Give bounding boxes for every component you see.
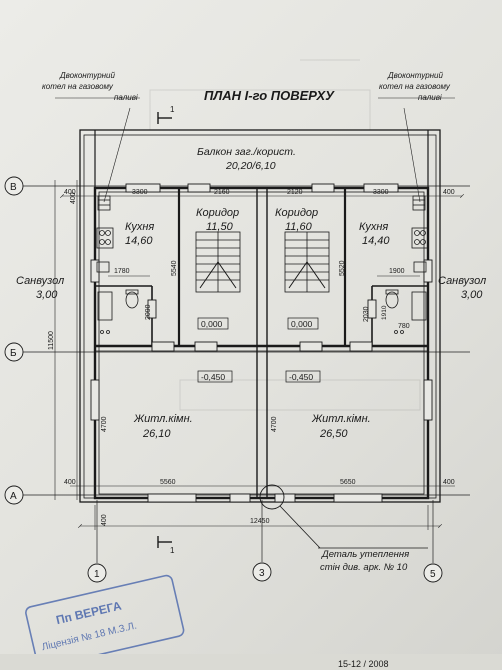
dimension-lines	[54, 180, 462, 530]
dim-12450: 12450	[250, 518, 270, 525]
axis-marker-b	[4, 342, 24, 362]
dim-2120: 2120	[287, 189, 303, 196]
dim-2160: 2160	[214, 189, 230, 196]
level-corridor-left: 0,000	[201, 319, 223, 329]
boiler-note-right-3: паливі	[418, 93, 442, 102]
room-name-corridor-right: Коридор	[275, 207, 318, 219]
level-corridor-right: 0,000	[291, 319, 313, 329]
axis-label-b: Б	[10, 348, 17, 359]
boiler-note-right-2: котел на газовому	[379, 82, 451, 91]
room-name-bathroom-right: Санвузол	[438, 275, 486, 287]
doors	[147, 299, 377, 352]
room-name-corridor-left: Коридор	[196, 207, 239, 219]
room-name-kitchen-right: Кухня	[359, 221, 388, 233]
axis-marker-v	[4, 176, 24, 196]
dim-2090: 2090	[145, 304, 152, 320]
dim-400-tl: 400	[64, 189, 76, 196]
section-mark-bottom: 1	[170, 546, 175, 555]
room-area-corridor-right: 11,60	[285, 221, 313, 233]
walls	[79, 129, 441, 503]
dim-2030: 2030	[363, 306, 370, 322]
axis-label-3: 3	[259, 568, 265, 579]
axis-label-1: 1	[94, 569, 100, 580]
detail-leader	[279, 505, 321, 549]
dim-400-bl: 400	[64, 479, 76, 486]
balcony-label: Балкон заг./корист.	[197, 146, 296, 158]
dim-400-va: 400	[70, 192, 77, 204]
detail-note-1: Деталь утеплення	[321, 549, 409, 560]
room-area-corridor-left: 11,50	[206, 221, 234, 233]
stairs	[195, 231, 330, 293]
room-name-living-right: Житл.кімн.	[311, 413, 371, 425]
detail-note-2: стін див. арк. № 10	[320, 562, 408, 573]
dim-1910: 1910	[381, 305, 388, 320]
dim-5520: 5520	[339, 260, 346, 276]
level-living-left: -0,450	[201, 372, 225, 382]
stamp-line-1: Пп ВЕРЕГА	[55, 598, 123, 627]
boiler-note-left-3: паливі	[114, 93, 138, 102]
balcony-area: 20,20/6,10	[225, 160, 276, 172]
boiler-note-left-2: котел на газовому	[42, 82, 114, 91]
section-marks	[157, 112, 172, 548]
boiler-icon	[97, 195, 426, 211]
room-area-bathroom-left: 3,00	[36, 289, 58, 301]
dim-5560: 5560	[160, 479, 176, 486]
dim-4700-left: 4700	[101, 416, 108, 432]
axis-marker-3	[252, 562, 272, 582]
axis-label-v: В	[10, 182, 17, 193]
detail-callout-circle	[259, 484, 285, 510]
room-area-living-right: 26,50	[319, 428, 348, 440]
dim-4700-right: 4700	[271, 416, 278, 432]
dim-400-br: 400	[443, 479, 455, 486]
room-area-bathroom-right: 3,00	[461, 289, 483, 301]
level-boxes	[197, 317, 321, 383]
room-name-living-left: Житл.кімн.	[133, 413, 193, 425]
windows	[90, 183, 433, 503]
dim-3300-right: 3300	[373, 189, 389, 196]
room-area-living-left: 26,10	[142, 428, 171, 440]
dim-1900: 1900	[389, 268, 405, 275]
boiler-note-left-1: Двоконтурний	[59, 71, 116, 80]
level-living-right: -0,450	[289, 372, 313, 382]
dim-3300-left: 3300	[132, 189, 148, 196]
dim-5540: 5540	[171, 260, 178, 276]
dim-1780: 1780	[114, 268, 130, 275]
callout-leaders	[55, 97, 455, 203]
axis-lines	[22, 185, 470, 563]
section-mark-top: 1	[170, 105, 175, 114]
axis-label-5: 5	[430, 569, 436, 580]
boiler-note-right-1: Двоконтурний	[387, 71, 444, 80]
axis-marker-a	[4, 485, 24, 505]
dim-11500: 11500	[48, 331, 55, 350]
axis-markers	[4, 176, 443, 583]
dim-400-tr: 400	[443, 189, 455, 196]
room-area-kitchen-right: 14,40	[362, 235, 390, 247]
sheet-code: 15-12 / 2008	[338, 659, 389, 669]
stove-icon	[96, 227, 429, 273]
room-name-kitchen-left: Кухня	[125, 221, 154, 233]
room-area-kitchen-left: 14,60	[125, 235, 153, 247]
bottom-strip	[0, 654, 502, 670]
room-name-bathroom-left: Санвузол	[16, 275, 64, 287]
axis-label-a: А	[10, 491, 17, 502]
dim-780: 780	[398, 323, 410, 330]
toilet-icon	[97, 289, 427, 334]
axis-marker-1	[87, 563, 107, 583]
dim-5650: 5650	[340, 479, 356, 486]
page-title: ПЛАН І-го ПОВЕРХУ	[204, 88, 335, 103]
dim-400-vb: 400	[101, 514, 108, 526]
axis-marker-5	[423, 563, 443, 583]
